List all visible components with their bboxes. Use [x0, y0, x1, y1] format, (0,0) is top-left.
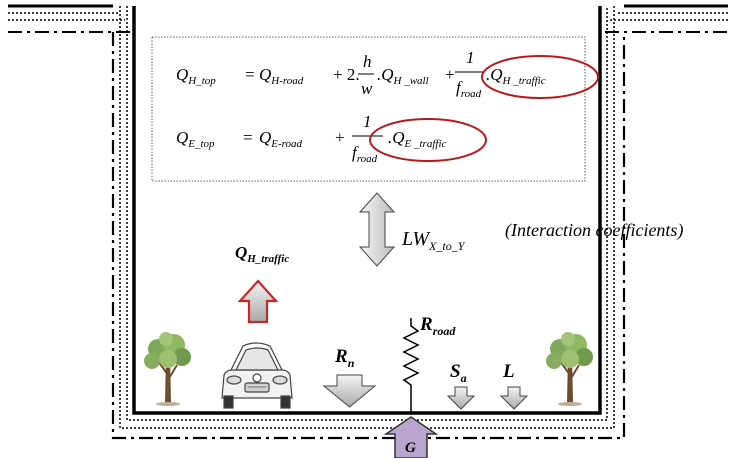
traffic-heat-arrow — [237, 279, 279, 324]
svg-text:QH-road: QH-road — [259, 65, 304, 87]
svg-text:froad: froad — [352, 143, 378, 165]
l-arrow — [499, 386, 529, 410]
svg-text:=: = — [245, 65, 255, 84]
highlight-ellipse-moisture — [369, 118, 487, 162]
car-icon — [221, 342, 293, 409]
equation-box — [151, 36, 586, 182]
svg-text:h: h — [363, 52, 372, 71]
svg-text:+ 2.: + 2. — [333, 65, 360, 84]
l-label: L — [502, 361, 515, 382]
svg-text:=: = — [243, 128, 253, 147]
rn-label: Rn — [334, 346, 355, 370]
rroad-label: Rroad — [419, 314, 456, 338]
tree-icon — [144, 332, 191, 406]
svg-text:1: 1 — [363, 112, 372, 131]
equation-moisture: QE_top = QE-road + 1 froad .QE _traffic — [176, 112, 447, 165]
svg-text:w: w — [361, 79, 373, 98]
tree-icon — [546, 332, 593, 406]
net-radiation-arrow — [322, 374, 377, 408]
svg-text:+: + — [445, 65, 455, 84]
equation-heat: QH_top = QH-road + 2. h w .QH _wall + 1 … — [176, 48, 546, 100]
sa-arrow — [446, 386, 476, 410]
svg-text:+: + — [335, 128, 345, 147]
svg-text:.QH _traffic: .QH _traffic — [486, 65, 546, 87]
qh-traffic-label: QH_traffic — [235, 243, 289, 265]
canyon-outline — [8, 4, 728, 440]
road-resistance-zigzag — [402, 318, 420, 413]
svg-text:.QE _traffic: .QE _traffic — [388, 128, 447, 150]
ground-flux-arrow — [383, 416, 439, 458]
svg-text:.QH _wall: .QH _wall — [377, 65, 429, 87]
interaction-coefficients-label: (Interaction coefficients) — [505, 220, 683, 241]
svg-text:QH_top: QH_top — [176, 65, 216, 87]
interaction-double-arrow — [358, 192, 396, 267]
sa-label: Sa — [450, 361, 467, 385]
svg-text:QE-road: QE-road — [259, 128, 303, 150]
svg-text:1: 1 — [466, 48, 475, 67]
g-label: G — [405, 440, 416, 456]
svg-text:QE_top: QE_top — [176, 128, 215, 150]
svg-text:froad: froad — [456, 78, 482, 100]
lw-label: LWX_to_Y — [401, 228, 466, 253]
highlight-ellipse-heat — [481, 55, 599, 99]
